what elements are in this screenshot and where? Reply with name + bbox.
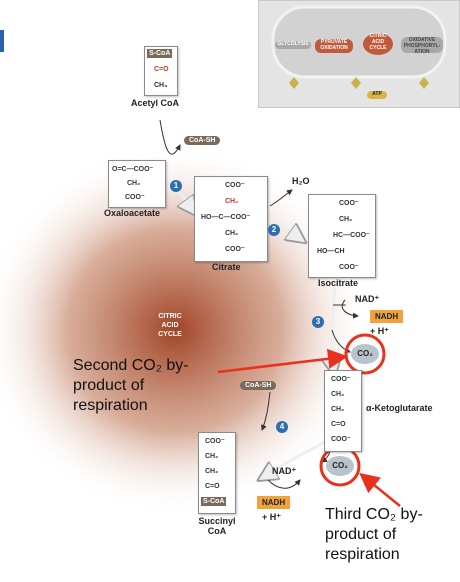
nadh-badge-2: NADH xyxy=(257,496,291,509)
isocitrate-label: Isocitrate xyxy=(318,278,359,288)
isocitrate-structure: COO⁻ CH₂ HC—COO⁻ HO—CH COO⁻ xyxy=(308,194,376,278)
oxaloacetate-structure: O=C—COO⁻ CH₂ COO⁻ xyxy=(108,160,166,208)
nad-label-1: NAD⁺ xyxy=(355,294,380,304)
co2-molecule-2: CO₂ xyxy=(326,456,354,476)
arrow-coa-sh-2 xyxy=(261,391,271,431)
thumb-atp: ATP xyxy=(367,91,387,99)
arrow-nadh-1 xyxy=(341,299,359,319)
h-plus-label-2: + H⁺ xyxy=(262,512,282,522)
citrate-structure: COO⁻ CH₂ HO—C—COO⁻ CH₂ COO⁻ xyxy=(194,176,268,262)
annotation-arrow-second xyxy=(217,348,348,374)
arrow-step-4 xyxy=(262,440,326,478)
annotation-arrow-third xyxy=(359,472,401,507)
highlight-co2-second xyxy=(344,333,386,375)
succinyl-coa-structure: COO⁻ CH₂ CH₂ C=O S-CoA xyxy=(198,432,236,514)
thumb-pyruvate: PYRUVATE OXIDATION xyxy=(315,39,353,53)
nad-label-2: NAD⁺ xyxy=(272,466,297,476)
thumb-citric: CITRIC ACID CYCLE xyxy=(363,33,393,55)
h2o-label: H₂O xyxy=(292,176,310,186)
ketoglutarate-label: α-Ketoglutarate xyxy=(366,403,433,413)
step-1-marker: 1 xyxy=(170,180,182,192)
h-plus-label-1: + H⁺ xyxy=(370,326,390,336)
step-4-marker: 4 xyxy=(276,421,288,433)
slide-marker xyxy=(0,30,4,52)
arrow-coa-sh xyxy=(159,119,181,155)
arrow-h2o xyxy=(269,189,293,207)
citrate-label: Citrate xyxy=(212,262,241,272)
nadh-badge-1: NADH xyxy=(370,310,404,323)
oxaloacetate-label: Oxaloacetate xyxy=(104,208,161,218)
arrow-nad-2 xyxy=(267,479,301,489)
step-2-marker: 2 xyxy=(268,224,280,236)
coa-sh-pill-1: CoA-SH xyxy=(184,136,221,145)
thumb-oxidative: OXIDATIVE PHOSPHORYL-ATION xyxy=(401,37,443,55)
thumb-glycolysis: GLYCOLYSIS xyxy=(275,41,311,49)
coa-sh-pill-2: CoA-SH xyxy=(240,381,277,390)
ketoglutarate-structure: COO⁻ CH₂ CH₂ C=O COO⁻ xyxy=(324,370,362,452)
step-3-marker: 3 xyxy=(312,316,324,328)
acetyl-coa-label: Acetyl CoA xyxy=(131,98,180,108)
co2-molecule-1: CO₂ xyxy=(351,344,379,364)
pathway-overview-thumbnail: GLYCOLYSIS PYRUVATE OXIDATION CITRIC ACI… xyxy=(258,0,460,108)
acetyl-coa-structure: S-CoA C=O CH₃ xyxy=(144,46,178,96)
arrow-step-2 xyxy=(267,220,302,240)
